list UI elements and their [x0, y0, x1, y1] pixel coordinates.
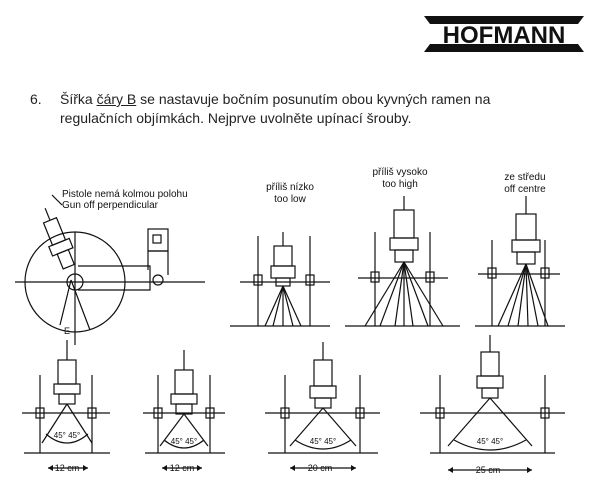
centre-label-en: off centre — [504, 184, 546, 195]
step-number: 6. — [30, 91, 42, 107]
spray-20cm-figure — [265, 342, 380, 469]
centre-label-cz: ze středu — [504, 172, 546, 183]
low-label-en: too low — [274, 194, 306, 205]
spray-12cm-figure-1 — [22, 340, 110, 469]
low-label-cz: příliš nízko — [266, 182, 314, 193]
high-label-en: too high — [382, 179, 418, 190]
spray-12cm-figure-2 — [143, 350, 225, 469]
angle-label-4: 45° 45° — [477, 437, 503, 446]
step-text-post: se nastavuje bočním posunutím obou kyvný… — [60, 91, 491, 126]
gun-label-en: Gun off perpendicular — [62, 200, 158, 211]
hofmann-logo: HOFMANN — [414, 10, 594, 58]
off-centre-figure — [478, 196, 560, 327]
angle-label-2: 45° 45° — [171, 437, 197, 446]
gun-label-cz: Pistole nemá kolmou polohu — [62, 189, 188, 200]
too-low-figure — [240, 232, 330, 327]
step-text-pre: Šířka — [60, 91, 97, 107]
spray-25cm-figure — [420, 335, 565, 471]
angle-label-3: 45° 45° — [310, 437, 336, 446]
angle-label-1: 45° 45° — [54, 431, 80, 440]
gun-off-perpendicular-figure — [15, 194, 205, 345]
step-text: Šířka čáry B se nastavuje bočním posunut… — [60, 90, 560, 128]
high-label-cz: příliš vysoko — [372, 167, 428, 178]
logo-text: HOFMANN — [443, 22, 566, 49]
too-high-figure — [358, 196, 448, 327]
step-text-line-b: čáry B — [96, 91, 137, 107]
